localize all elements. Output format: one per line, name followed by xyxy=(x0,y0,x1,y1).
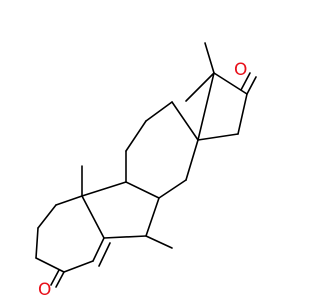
bond-u xyxy=(237,93,248,135)
bond-l xyxy=(81,181,127,197)
bond-d xyxy=(35,227,39,259)
bond-b xyxy=(55,195,83,206)
bond-r xyxy=(185,139,199,181)
bond-h xyxy=(81,195,105,239)
oxygen-atom-label: O xyxy=(38,280,51,300)
bond-o xyxy=(125,120,147,152)
canvas-background xyxy=(0,0,300,300)
bond-c-o-left-b xyxy=(50,269,60,286)
bond-f xyxy=(63,260,94,273)
bond-lines xyxy=(35,42,257,288)
bond-m xyxy=(145,235,173,249)
bond-q xyxy=(171,101,199,141)
bond-c-o-left-a xyxy=(55,271,65,288)
molecule-structure: O O xyxy=(0,0,300,300)
bond-g-double-a xyxy=(92,237,105,262)
bond-k xyxy=(125,181,160,199)
bond-t xyxy=(197,133,239,141)
bond-p xyxy=(145,101,173,122)
bond-g-double-b xyxy=(98,242,111,267)
bond-c xyxy=(37,204,57,229)
bond-j xyxy=(145,197,160,237)
bond-i xyxy=(103,235,147,239)
bond-x xyxy=(204,42,215,74)
bond-s xyxy=(158,179,187,199)
bond-c-o-right-b xyxy=(240,72,251,91)
atom-labels: O O xyxy=(38,60,247,300)
bond-c-o-right-a xyxy=(246,76,257,95)
bond-w xyxy=(197,72,215,141)
bond-y xyxy=(185,72,215,102)
oxygen-atom-label: O xyxy=(234,60,247,80)
